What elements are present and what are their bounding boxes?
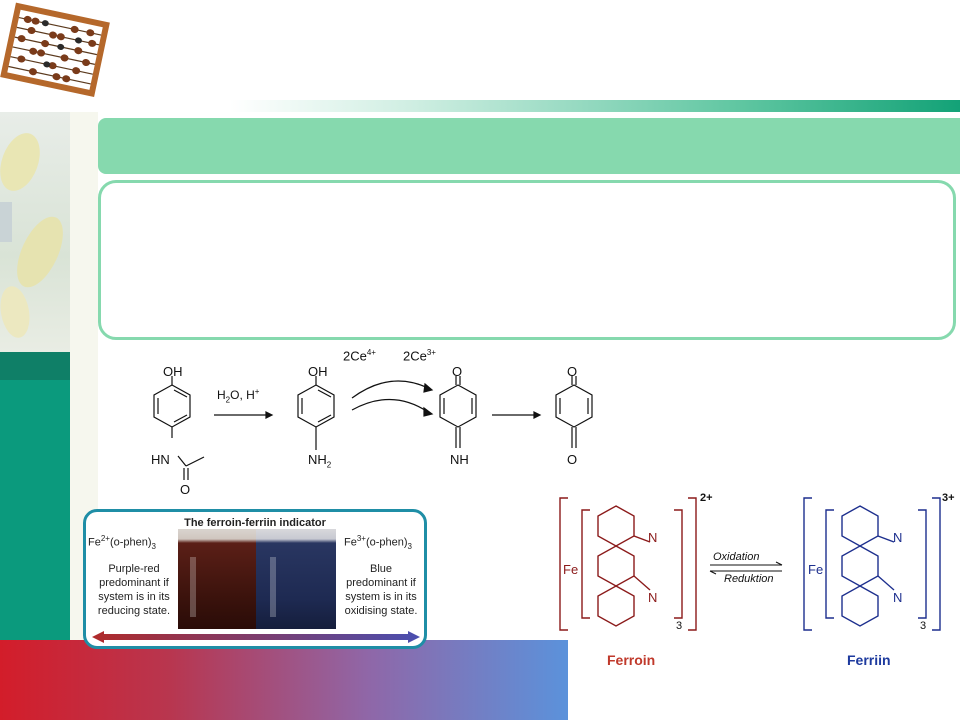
ferroin-name: Ferroin [607,652,656,668]
left-teal-strip [0,352,70,642]
abacus-image [0,2,110,97]
title-bar [98,118,960,174]
fe3-formula: Fe3+(o-phen)3 [344,534,412,551]
ferroin-metal-label: Fe [563,562,579,577]
ce3-label: 2Ce3+ [403,348,436,364]
ferroin-ferriin-equilibrium [559,497,941,631]
left-teal-accent [0,352,70,380]
quinone-o-label: O [452,364,463,379]
water-acid-label: H2O, H+ [217,387,260,405]
header-stripe [230,100,960,112]
aminophenol-molecule [297,376,335,450]
quinone-imine-molecule [439,376,477,448]
ferroin-structure [559,497,697,631]
ferriin-count: 3 [920,620,927,632]
nh2-label: NH2 [308,452,332,470]
ferroin-n-label-bottom: N [648,590,658,605]
oxidation-label: Oxidation [713,551,760,563]
hn-label: HN [151,452,170,467]
fe2-formula: Fe2+(o-phen)3 [88,534,156,551]
reduktion-label: Reduktion [724,573,774,585]
nh-label: NH [450,452,469,467]
oxidising-state-description: Blue predominant if system is in its oxi… [344,563,418,617]
ferriin-charge: 3+ [942,492,955,504]
acetaminophen-molecule [153,376,205,480]
benzoquinone-o-bottom: O [567,452,578,467]
ferriin-n-label-top: N [893,530,903,545]
benzoquinone-molecule [555,376,593,448]
ferroin-charge: 2+ [700,492,713,504]
ferroin-count: 3 [676,620,683,632]
ce4-label: 2Ce4+ [343,348,376,364]
benzoquinone-o-top: O [567,364,578,379]
ferriin-structure [803,497,941,631]
pills-photo [0,112,70,352]
blue-beaker-photo [256,529,336,629]
oh-label-2: OH [308,364,328,379]
ferriin-name: Ferriin [847,652,891,668]
double-arrow-gradient [92,631,420,643]
carbonyl-o-label: O [180,482,191,497]
reducing-state-description: Purple-red predominant if system is in i… [97,563,171,617]
content-box [98,180,956,340]
ferriin-metal-label: Fe [808,562,824,577]
bottom-gradient-band [0,640,568,720]
indicator-title: The ferroin-ferriin indicator [184,517,326,529]
oh-label-1: OH [163,364,183,379]
paracetamol-reaction-scheme [153,376,593,480]
indicator-photo-panel: The ferroin-ferriin indicator Fe2+(o-phe… [83,509,427,649]
red-beaker-photo [178,529,256,629]
header-band [0,0,960,112]
ferriin-n-label-bottom: N [893,590,903,605]
ferroin-n-label-top: N [648,530,658,545]
